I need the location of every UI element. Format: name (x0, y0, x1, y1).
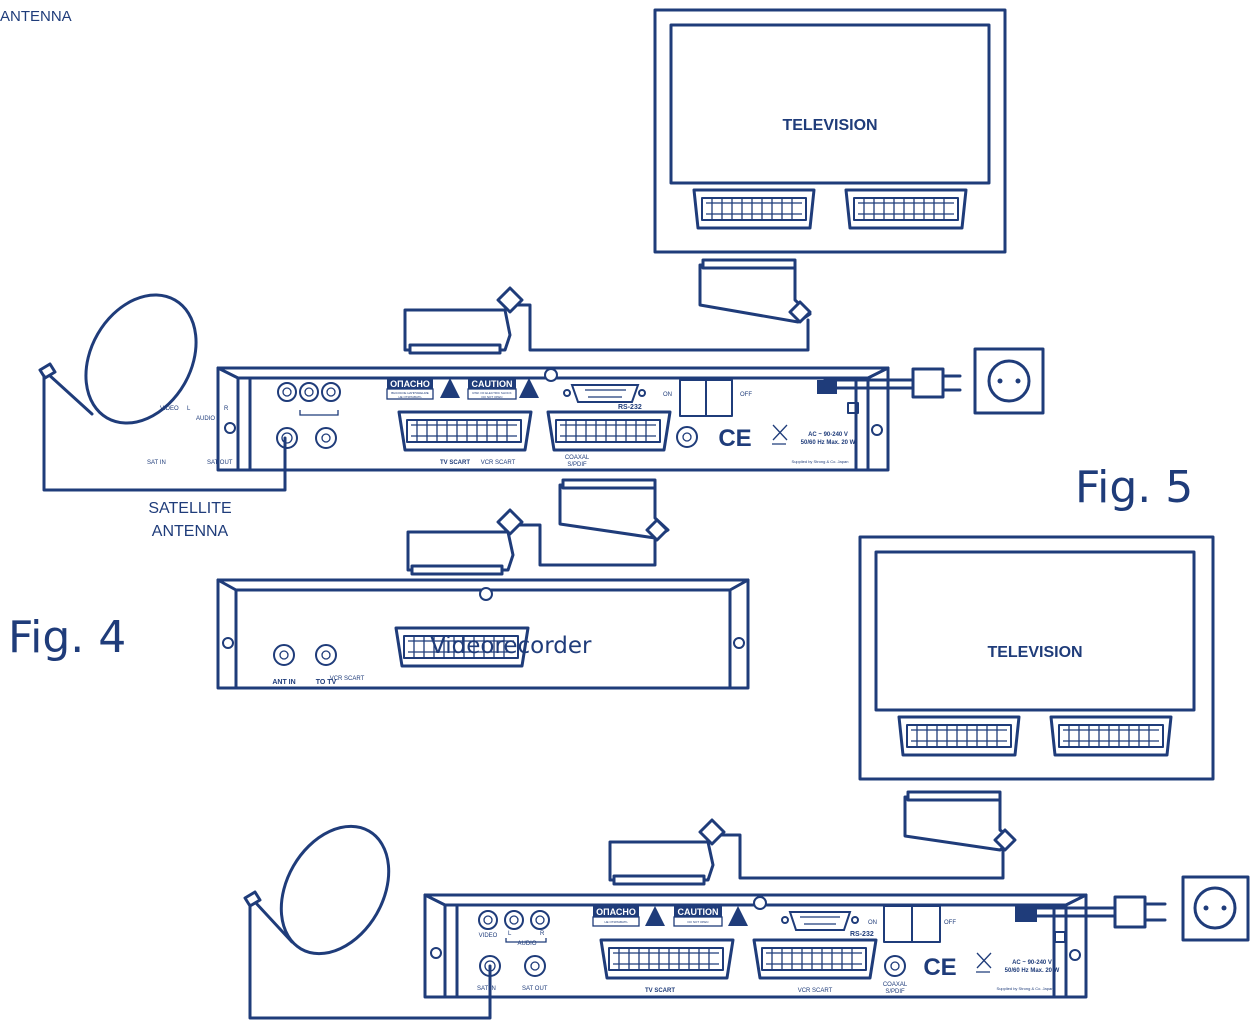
shock-warning-icon (440, 378, 460, 398)
scart-cable-receiver-vcr (406, 478, 670, 576)
videorecorder: ANT IN TO TV VCR SCART Videorecorder (216, 578, 750, 690)
satellite-dish-fig4: SATELLITE ANTENNA (38, 293, 287, 540)
warning-en-sub2: DO NOT OPEN (482, 395, 503, 399)
scart-cable-tv-receiver-fig4 (403, 258, 812, 355)
power-spec-2-fig5: 50/60 Hz Max. 20 W (1005, 968, 1060, 974)
supplied-by-fig5: Supplied by Strong & Co. Japan (997, 986, 1054, 991)
vcr-scart-label-vcr: VCR SCART (330, 676, 365, 682)
supplied-by: Supplied by Strong & Co. Japan (792, 459, 849, 464)
sat-in-label: SAT IN (147, 460, 166, 466)
warning-ru-sub1: ВЫСОКОЕ НАПРЯЖЕНИЕ (391, 391, 428, 395)
satellite-antenna-label-2: ANTENNA (152, 523, 229, 540)
audio-r-label-fig5: R (540, 931, 545, 937)
video-label: VIDEO (160, 406, 179, 412)
ant-in-label: ANT IN (272, 679, 295, 686)
rs232-label-fig5: RS-232 (850, 931, 874, 938)
power-connection-fig4 (823, 347, 1045, 415)
shock-warning-icon-fig5 (645, 906, 665, 926)
to-tv-label: TO TV (316, 679, 337, 686)
satellite-antenna-label-1: SATELLITE (148, 500, 231, 517)
video-label-fig5: VIDEO (479, 933, 498, 939)
tv-scart-socket-2 (844, 188, 968, 230)
warning-ru-sub-fig5: НЕ ОТКРЫВАТЬ (604, 920, 627, 924)
exclamation-warning-icon-fig5 (728, 906, 748, 926)
audio-label-fig5: AUDIO (517, 941, 536, 947)
warning-en-fig5: CAUTION (678, 907, 719, 917)
fig-5-label: Fig. 5 (1075, 462, 1193, 513)
satellite-dish-fig5 (243, 824, 492, 1020)
vcr-scart-label: VCR SCART (481, 460, 516, 466)
receiver-fig4: ОПАСНО ВЫСОКОЕ НАПРЯЖЕНИЕ НЕ ОТКРЫВАТЬ C… (147, 366, 890, 472)
coaxal-label-fig5: COAXAL (883, 982, 908, 988)
rs232-label: RS-232 (618, 404, 642, 411)
warning-ru: ОПАСНО (390, 379, 430, 389)
audio-l-label-fig5: L (508, 931, 512, 937)
on-label-fig5: ON (868, 920, 877, 926)
vcr-scart-label-fig5: VCR SCART (798, 988, 833, 994)
tv-scart-label-fig5: TV SCART (645, 988, 675, 994)
warning-en: CAUTION (472, 379, 513, 389)
sat-out-label: SAT OUT (207, 460, 233, 466)
weee-bin-icon-fig5 (976, 952, 992, 973)
fig-4-label: Fig. 4 (8, 612, 126, 663)
spdif-label-fig5: S/PDIF (885, 989, 905, 995)
top-partial-label: ANTENNA (0, 8, 72, 25)
weee-bin-icon (772, 424, 788, 445)
tv-scart-label: TV SCART (440, 460, 470, 466)
scart-cable-tv-receiver-fig5 (608, 790, 1017, 886)
television-fig4: TELEVISION (653, 8, 1007, 254)
tv-scart-socket-1 (692, 188, 816, 230)
power-connection-fig5 (1023, 875, 1250, 942)
on-label: ON (663, 392, 672, 398)
power-spec-2: 50/60 Hz Max. 20 W (801, 440, 856, 446)
audio-l-label: L (187, 406, 191, 412)
warning-en-sub-fig5: DO NOT OPEN (688, 920, 709, 924)
videorecorder-label: Videorecorder (430, 633, 592, 659)
sat-in-label-fig5: SAT IN (477, 986, 496, 992)
warning-ru-fig5: ОПАСНО (596, 907, 636, 917)
coaxal-label: COAXAL (565, 455, 590, 461)
spdif-label: S/PDIF (567, 462, 587, 468)
warning-ru-sub2: НЕ ОТКРЫВАТЬ (398, 395, 421, 399)
power-spec-1-fig5: AC ~ 90-240 V (1012, 960, 1052, 966)
audio-r-label: R (224, 406, 229, 412)
ce-mark: CE (718, 425, 751, 452)
television-label: TELEVISION (782, 117, 877, 134)
ce-mark-fig5: CE (923, 954, 956, 981)
power-spec-1: AC ~ 90-240 V (808, 432, 848, 438)
warning-en-sub1: RISK OF ELECTRIC SHOCK (472, 391, 511, 395)
sat-out-label-fig5: SAT OUT (522, 986, 548, 992)
audio-label: AUDIO (196, 416, 215, 422)
off-label-fig5: OFF (944, 920, 956, 926)
television-fig5: TELEVISION (858, 535, 1215, 781)
receiver-fig5: VIDEO L R AUDIO SAT IN SAT OUT ОПАСНО НЕ… (423, 893, 1088, 999)
exclamation-warning-icon (519, 378, 539, 398)
television-label-fig5: TELEVISION (987, 644, 1082, 661)
off-label: OFF (740, 392, 752, 398)
